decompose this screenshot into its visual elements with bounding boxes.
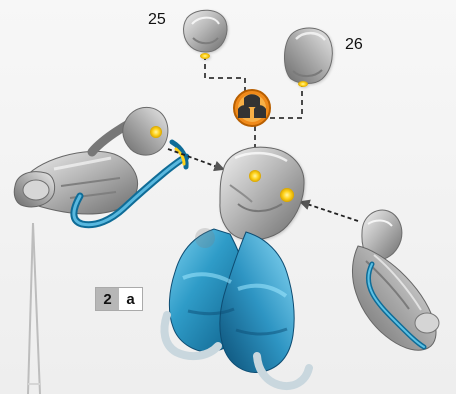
blue-legs	[164, 228, 309, 386]
right-insert-arrow	[301, 202, 358, 221]
step-number: 2	[96, 288, 119, 310]
step-indicator: 2 a	[95, 287, 143, 311]
step-substep: a	[119, 288, 142, 310]
helmet-part-25	[184, 10, 227, 59]
part-number-26: 26	[345, 37, 363, 53]
part-number-25: 25	[148, 12, 166, 28]
three-part-assembly-badge-icon	[234, 90, 270, 126]
left-reference-lines	[28, 223, 40, 394]
right-arm-assembly	[352, 210, 439, 350]
core-torso	[220, 147, 304, 240]
left-arm-assembly	[14, 107, 186, 224]
helmet-part-26	[284, 28, 332, 87]
